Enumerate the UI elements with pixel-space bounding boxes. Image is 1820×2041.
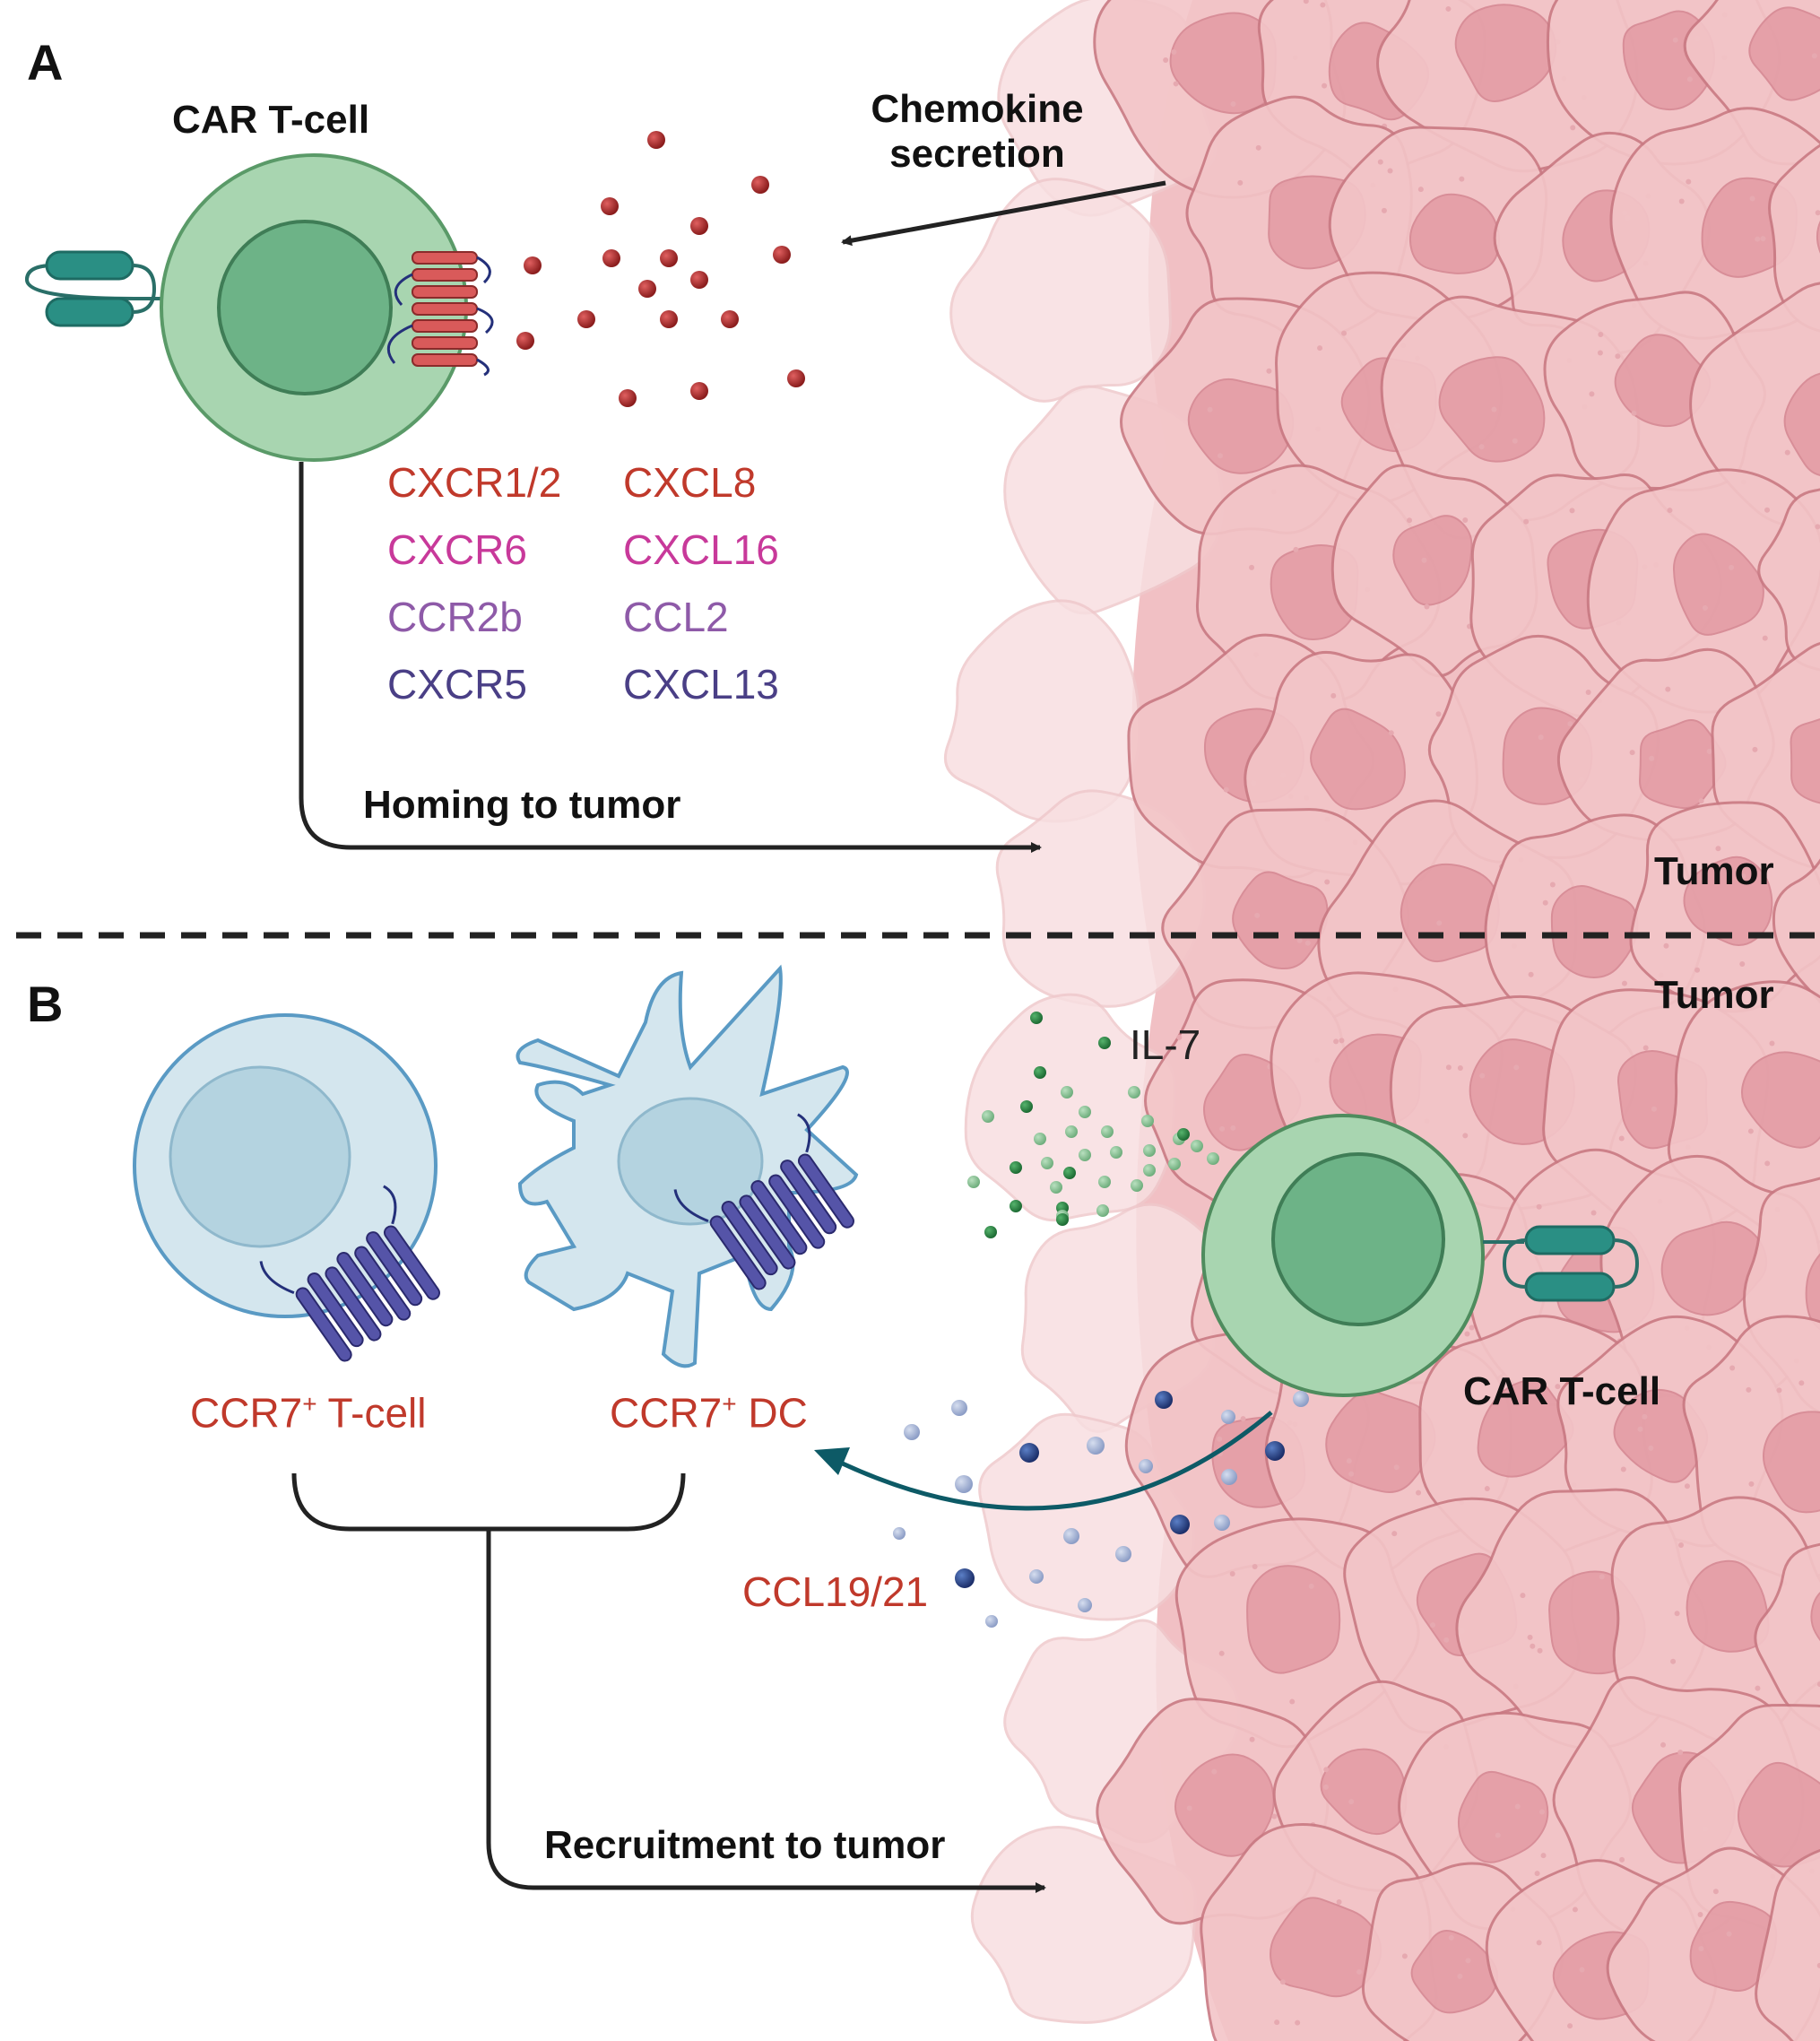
il7-label: IL-7 [1130, 1021, 1201, 1068]
ccr7-t-cell [133, 1013, 438, 1318]
chemokine-label-line1: Chemokine [871, 87, 1084, 131]
ccl19-21-label: CCL19/21 [742, 1568, 929, 1615]
car-t-cell-label-b: CAR T-cell [1463, 1369, 1661, 1413]
recruitment-label: Recruitment to tumor [544, 1823, 946, 1867]
chemokine-label-line2: secretion [889, 132, 1065, 176]
panel-a-letter: A [27, 34, 64, 91]
ccr7-t-cell-label: CCR7+ T-cell [190, 1389, 427, 1437]
recruitment-arrow [486, 1529, 1046, 1893]
ccr7-dc-sup: + [722, 1390, 737, 1418]
homing-arrow [299, 462, 1042, 853]
ccr7-t-cell-sup: + [302, 1390, 317, 1418]
ccr7-dc-label: CCR7+ DC [610, 1389, 808, 1437]
receptor-name: CCR2b [387, 594, 523, 640]
ccr7-receptor-t-cell [259, 1185, 440, 1362]
ligand-name: CCL2 [623, 594, 729, 640]
car-t-cell-label-a: CAR T-cell [172, 98, 370, 142]
tumor-label-a: Tumor [1654, 849, 1774, 893]
ligand-name: CXCL13 [623, 661, 779, 708]
car-t-cell-a [160, 153, 468, 462]
ccr7-receptor-dc [673, 1113, 854, 1290]
ccl-migration-arrowhead [814, 1447, 850, 1475]
receptor-name: CXCR1/2 [387, 459, 562, 506]
tumor-label-b: Tumor [1654, 973, 1774, 1017]
car-receptor-b [1483, 1225, 1640, 1302]
chemokine-receptor-a [386, 251, 494, 377]
ccr7-t-cell-prefix: CCR7 [190, 1389, 303, 1437]
tumor-mass [943, 0, 1820, 2041]
ccr7-t-cell-suffix: T-cell [316, 1389, 427, 1437]
ligand-name: CXCL8 [623, 459, 757, 506]
car-receptor-a [24, 250, 161, 327]
homing-label: Homing to tumor [363, 783, 681, 827]
ccr7-dc-prefix: CCR7 [610, 1389, 723, 1437]
panel-b-letter: B [27, 976, 64, 1032]
il7-particles [967, 1012, 1219, 1238]
recruitment-bracket [291, 1472, 686, 1532]
ligand-name: CXCL16 [623, 526, 779, 573]
ccl-migration-arrow [828, 1411, 1273, 1511]
car-t-cell-b [1201, 1114, 1485, 1397]
receptor-name: CXCR5 [387, 661, 527, 708]
chemokine-secretion-arrow [841, 180, 1166, 247]
receptor-name: CXCR6 [387, 526, 527, 573]
ccl19-21-particles [893, 1391, 1309, 1628]
ccr7-dc-suffix: DC [736, 1389, 808, 1437]
chemokine-particles [516, 131, 805, 407]
